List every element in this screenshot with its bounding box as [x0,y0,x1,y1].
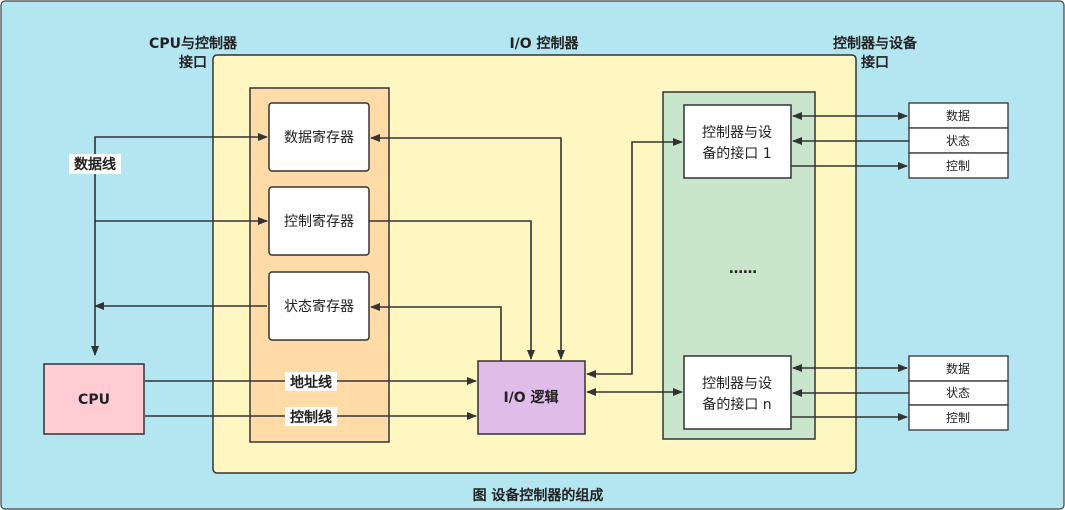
io-logic-label: I/O 逻辑 [503,389,558,406]
control-register-io-link [369,220,535,360]
top-signal-data-label: 数据 [946,108,970,123]
cpu-label: CPU [78,392,110,408]
device-interface-ellipsis: …… [729,261,757,277]
device-interface-1-label-line1: 控制器与设 [702,125,772,141]
status-register-label: 状态寄存器 [284,298,354,315]
data-register-label: 数据寄存器 [284,129,354,146]
io-logic-box [477,360,586,435]
device-interface-title-line2: 接口 [861,54,889,71]
cpu-interface-title-line1: CPU与控制器 [149,35,238,52]
device-interface-title-line1: 控制器与设备 [833,35,918,52]
bottom-signal-status-box [908,380,1009,406]
io-controller-title: I/O 控制器 [509,35,579,52]
data-register-io-link [370,134,565,360]
cpu-interface-title-line2: 接口 [179,54,207,71]
top-signal-control-label: 控制 [946,159,970,173]
diagram-caption: 图 设备控制器的组成 [473,487,604,504]
bottom-signal-control-label: 控制 [946,411,970,425]
control-line-label-bg [285,407,337,426]
control-line-label: 控制线 [290,409,332,426]
io-logic-to-interface-1 [586,138,683,378]
device-interface-n-label-line2: 备的接口 n [702,396,771,413]
data-line-label: 数据线 [74,156,116,173]
device-interface-1-box [683,104,792,179]
data-bus-to-data-register [91,133,268,356]
data-line-label-bg [69,154,121,174]
top-signal-status-label: 状态 [946,134,970,148]
data-register-box [268,102,370,172]
cpu-box [43,363,145,435]
status-register-io-link [370,303,502,361]
bottom-signal-data-label: 数据 [946,361,970,376]
bottom-signal-status-label: 状态 [946,386,970,400]
top-signal-control-box [908,152,1009,179]
address-line-label-bg [285,372,337,391]
control-register-label: 控制寄存器 [284,213,354,230]
device-interface-1-label-line2: 备的接口 1 [702,145,771,162]
device-interface-n-box [683,355,792,430]
address-line-label: 地址线 [290,374,332,391]
status-register-box [268,271,370,341]
bottom-signal-control-box [908,404,1009,431]
device-interface-n-label-line1: 控制器与设 [702,376,772,392]
